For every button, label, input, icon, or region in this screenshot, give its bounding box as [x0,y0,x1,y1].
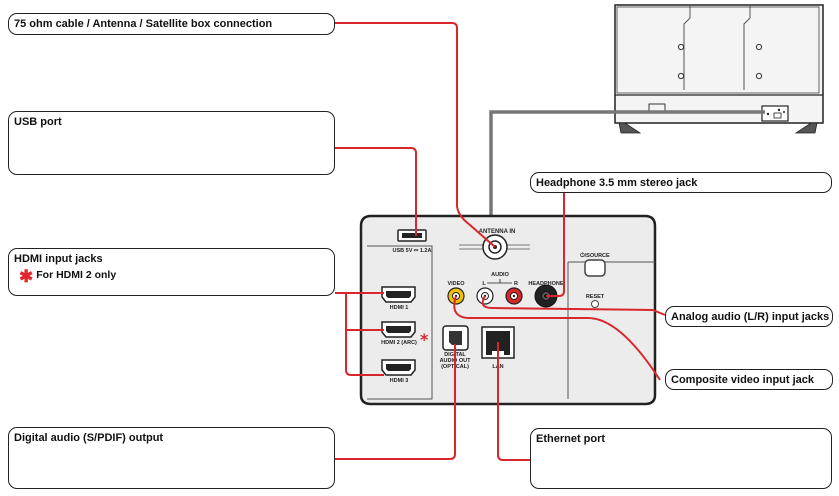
composite-callout: Composite video input jack [665,369,833,390]
hdmi-2-port [381,321,416,338]
leader-lines [335,22,666,461]
hdmi-callout-title: HDMI input jacks [14,253,103,265]
hdmi-note-text: For HDMI 2 only [36,269,117,281]
hdmi-3-port [381,359,416,376]
hdmi-1-panel-label: HDMI 1 [390,305,409,311]
hdmi-1-port [381,286,416,303]
ethernet-callout: Ethernet port [530,428,832,489]
reset-panel-label: RESET [586,294,605,300]
tv-to-panel-connector-line [489,110,765,218]
hdmi-callout-note: ✱For HDMI 2 only [19,268,117,285]
ethernet-callout-title: Ethernet port [536,433,606,445]
composite-callout-title: Composite video input jack [671,374,815,386]
digital-audio-callout-title: Digital audio (S/PDIF) output [14,432,164,444]
usb-port [397,229,427,242]
composite-leader-line [453,295,661,381]
right-audio-label: R [514,281,518,287]
antenna-callout: 75 ohm cable / Antenna / Satellite box c… [8,13,335,35]
hdmi-leader-line-1 [335,292,384,376]
left-audio-label: L [482,281,486,287]
headphone-callout-title: Headphone 3.5 mm stereo jack [536,177,698,189]
ethernet-leader-line [497,342,530,461]
usb-panel-label: USB 5V ⎓ 1.2A [393,248,432,254]
antenna-panel-label: ANTENNA IN [479,229,516,235]
headphone-panel-label: HEADPHONE [528,281,563,287]
hdmi-2-note-marker: * [420,330,429,349]
analog-audio-callout: Analog audio (L/R) input jacks [665,306,833,327]
note-asterisk-icon: ✱ [19,267,34,286]
hdmi-3-panel-label: HDMI 3 [390,378,409,384]
hdmi-2-panel-label: HDMI 2 (ARC) [381,340,417,346]
tv-back-illustration [614,4,824,134]
digital-audio-callout: Digital audio (S/PDIF) output [8,427,335,489]
usb-callout-title: USB port [14,116,62,128]
headphone-callout: Headphone 3.5 mm stereo jack [530,172,832,193]
right-audio-jack [505,287,523,305]
source-button [584,259,606,277]
connection-panel [359,214,657,406]
analog-audio-callout-title: Analog audio (L/R) input jacks [671,311,830,323]
audio-panel-label: AUDIO [491,272,509,278]
digital-audio-leader-line [335,344,456,460]
antenna-leader-line [335,22,496,248]
usb-callout: USB port [8,111,335,175]
headphone-leader-line [546,192,565,297]
reset-button [591,300,599,308]
analog-audio-leader-line [481,295,666,316]
source-panel-label: ⏻/SOURCE [580,252,610,259]
video-panel-label: VIDEO [447,281,465,287]
usb-leader-line [335,147,417,236]
antenna-callout-title: 75 ohm cable / Antenna / Satellite box c… [14,18,273,30]
hdmi-callout: HDMI input jacks ✱For HDMI 2 only [8,248,335,296]
